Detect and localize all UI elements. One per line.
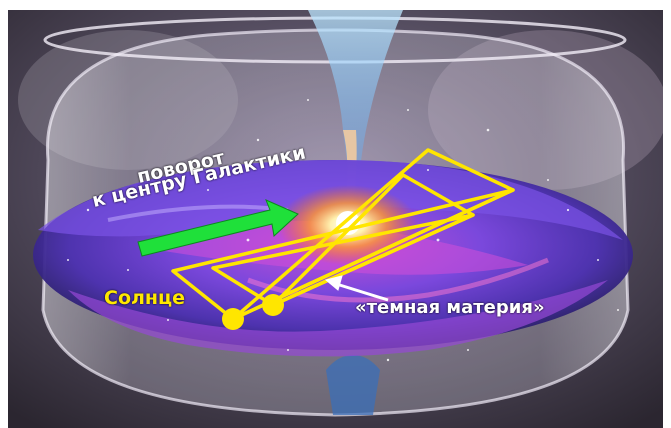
sun-dot-icon bbox=[262, 294, 284, 316]
dark-matter-label: «темная материя» bbox=[355, 297, 545, 318]
sun-dot-icon bbox=[222, 308, 244, 330]
lower-jet bbox=[326, 355, 380, 415]
galaxy-scene bbox=[8, 10, 663, 428]
sun-label: Солнце bbox=[104, 287, 185, 309]
